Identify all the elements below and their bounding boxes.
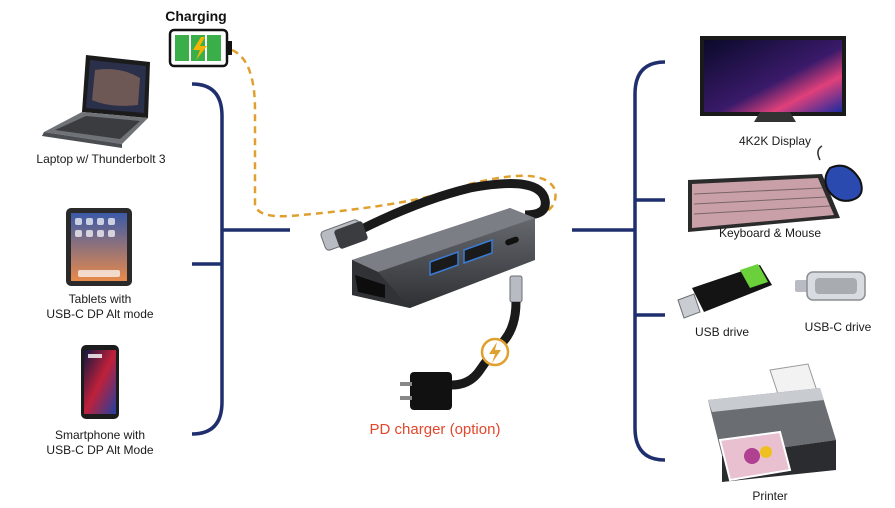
- usbc-drive-label-text: USB-C drive: [804, 320, 872, 334]
- left-bracket: [191, 82, 290, 436]
- pd-charger-label: PD charger (option): [369, 421, 501, 438]
- battery-icon: [168, 28, 232, 68]
- charging-label: Charging: [165, 8, 227, 24]
- smartphone-label: Smartphone with USB-C DP Alt Mode: [30, 428, 170, 458]
- usb-c-hub: [320, 179, 550, 308]
- laptop-label: Laptop w/ Thunderbolt 3: [20, 152, 182, 167]
- smartphone-label-line2: USB-C DP Alt Mode: [46, 443, 154, 457]
- usb-drive-label-text: USB drive: [694, 325, 750, 339]
- smartphone-image: [81, 345, 119, 419]
- usb-drive-image: [677, 264, 772, 319]
- printer-label: Printer: [730, 489, 810, 504]
- keyboard-mouse-label: Keyboard & Mouse: [700, 226, 840, 241]
- display-label-text: 4K2K Display: [738, 134, 812, 148]
- keyboard-mouse-label-text: Keyboard & Mouse: [718, 226, 822, 240]
- usbc-drive-label: USB-C drive: [796, 320, 880, 335]
- display-label: 4K2K Display: [710, 134, 840, 149]
- display-image: [700, 36, 846, 122]
- tablet-label-line1: Tablets with: [68, 292, 132, 306]
- pd-charger: [400, 275, 523, 410]
- usb-drive-label: USB drive: [682, 325, 762, 340]
- printer-label-text: Printer: [752, 489, 788, 503]
- laptop-label-text: Laptop w/ Thunderbolt 3: [36, 152, 166, 166]
- laptop-image: [42, 55, 150, 148]
- right-bracket: [572, 60, 666, 462]
- smartphone-label-line1: Smartphone with: [54, 428, 146, 442]
- tablet-label: Tablets with USB-C DP Alt mode: [30, 292, 170, 322]
- tablet-image: [66, 208, 132, 286]
- keyboard-mouse-image: [688, 145, 863, 232]
- printer-image: [708, 363, 836, 482]
- charging-path: [231, 48, 557, 222]
- tablet-label-line2: USB-C DP Alt mode: [46, 307, 154, 321]
- usbc-drive-image: [795, 271, 866, 301]
